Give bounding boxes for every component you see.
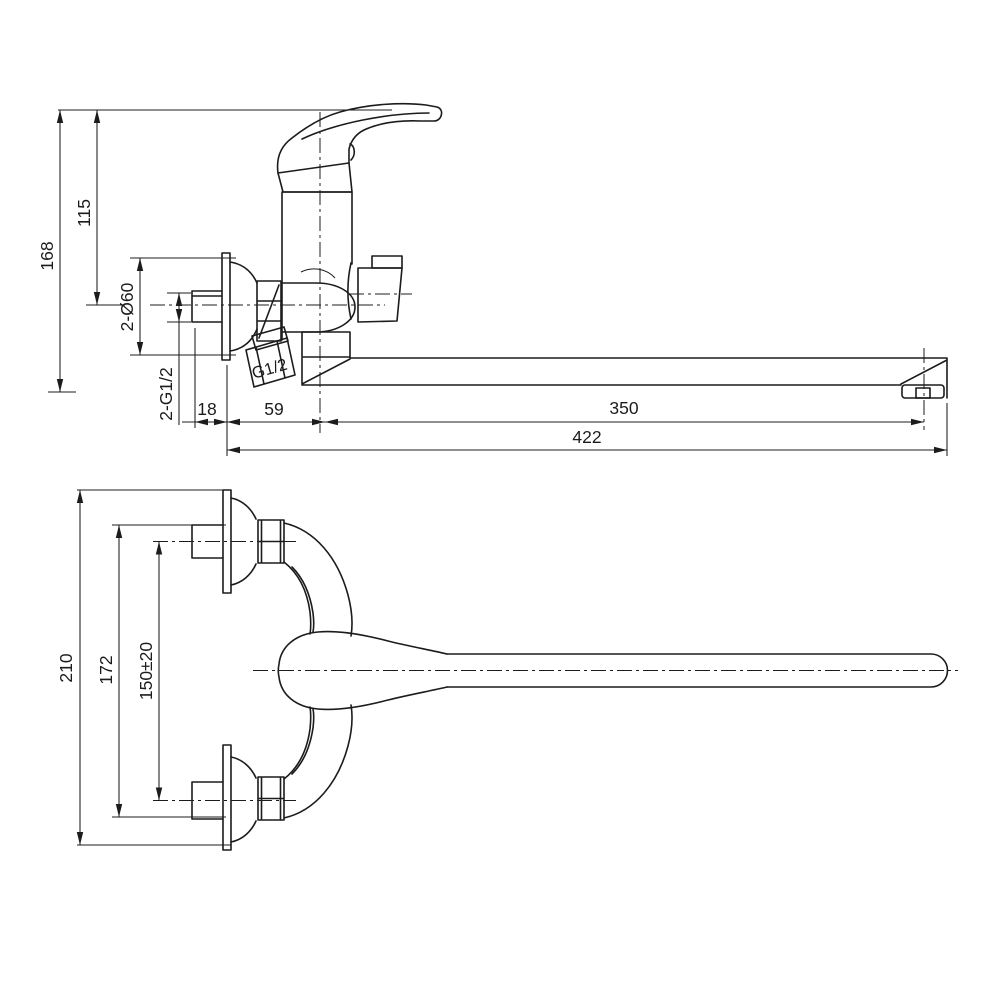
wall-hex-chamfer-line — [258, 284, 280, 339]
side-view-arrowheads — [56, 110, 947, 454]
arrowhead — [325, 418, 338, 426]
arrowhead — [115, 525, 123, 538]
dim-422-label: 422 — [572, 427, 601, 447]
handle-skirt — [277, 162, 353, 193]
handle-crease-line — [301, 112, 430, 140]
front-view-arrowheads — [76, 490, 163, 845]
upper-arm-outer — [283, 522, 353, 637]
dim-168-label: 168 — [37, 241, 57, 270]
arrowhead — [175, 293, 183, 306]
lower-arm-inner-2 — [291, 708, 315, 775]
arrowhead — [155, 787, 163, 801]
handle-end-blob — [277, 630, 448, 711]
dim-wall-thread-label: 2-G1/2 — [156, 367, 176, 421]
wall-hex-nut — [256, 280, 282, 342]
upper-arm-inner — [283, 561, 312, 635]
arrowhead — [175, 309, 183, 322]
arrowhead — [214, 418, 227, 426]
arrowhead — [227, 418, 240, 426]
cartridge-housing — [281, 282, 356, 333]
wall-pipe — [191, 290, 223, 323]
spout-nut — [301, 331, 351, 358]
lower-arm-inner — [283, 706, 312, 780]
spout-outline — [301, 357, 948, 399]
arrowhead — [934, 446, 947, 454]
escutcheon-plate — [221, 252, 231, 361]
lower-escutcheon-plate — [222, 744, 232, 851]
lower-arm-outer — [283, 704, 353, 819]
side-view-centerlines — [150, 112, 925, 433]
body-side-curve — [347, 262, 352, 320]
front-view-dimensions: 210 172 150±20 — [56, 489, 231, 846]
dim-350-label: 350 — [609, 398, 638, 418]
aerator — [901, 384, 945, 399]
upper-arm-inner-2 — [291, 566, 315, 633]
arrowhead — [56, 110, 64, 123]
arrowhead — [195, 418, 208, 426]
handle-pivot-bump — [349, 143, 356, 161]
lower-escutcheon-bell — [230, 756, 257, 843]
escutcheon-bell-bottom — [229, 328, 258, 352]
outlet-cap — [371, 255, 403, 269]
arrowhead — [312, 418, 325, 426]
dim-59-label: 59 — [264, 399, 283, 419]
outlet-body — [357, 267, 403, 323]
arrowhead — [155, 541, 163, 555]
aerator-insert — [915, 387, 931, 399]
arrowhead — [115, 804, 123, 817]
body-cylinder — [281, 191, 353, 341]
arrowhead — [227, 446, 240, 454]
arrowhead — [93, 292, 101, 305]
side-view: 168 115 2-Ø60 2-G1/2 G1/2 18 59 350 422 — [37, 102, 948, 456]
arrowhead — [136, 258, 144, 271]
dim-115-label: 115 — [74, 199, 94, 227]
arrowhead — [136, 342, 144, 355]
side-view-dimensions: 168 115 2-Ø60 2-G1/2 G1/2 18 59 350 422 — [37, 109, 948, 456]
upper-escutcheon-bell — [230, 497, 257, 586]
arrowhead — [76, 490, 84, 503]
spout-tube — [446, 653, 949, 688]
arrowhead — [93, 110, 101, 123]
arrowhead — [76, 832, 84, 845]
swivel-arc — [300, 268, 336, 279]
escutcheon-bell-top — [229, 261, 258, 284]
dim-210-label: 210 — [56, 653, 76, 682]
dim-18-label: 18 — [197, 399, 216, 419]
front-view: 210 172 150±20 — [56, 489, 958, 851]
arrowhead — [56, 379, 64, 392]
dim-172-label: 172 — [96, 655, 116, 684]
dim-150-label: 150±20 — [136, 642, 156, 701]
arrowhead — [911, 418, 924, 426]
dim-dia60-label: 2-Ø60 — [117, 282, 137, 331]
front-view-centerlines — [153, 541, 958, 801]
handle-lever-outline — [276, 102, 443, 174]
shower-connector-nipple — [245, 337, 296, 388]
side-view-faucet-outline — [191, 102, 948, 399]
lower-hex-nut — [257, 776, 285, 821]
